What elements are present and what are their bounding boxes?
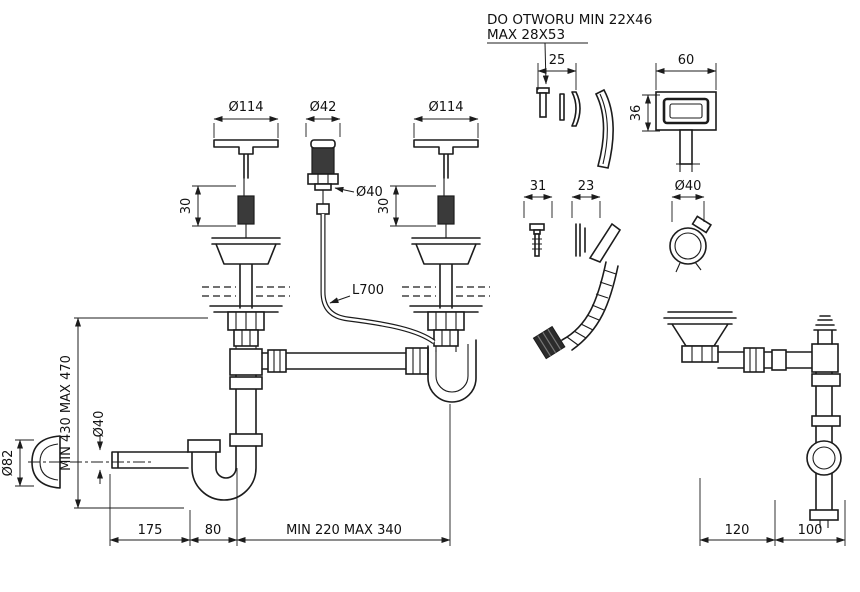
overflow-deflector — [594, 88, 614, 169]
p-trap-bend — [191, 445, 257, 501]
washer-plates — [575, 223, 586, 257]
dim-label-dia114-left: Ø114 — [228, 100, 263, 115]
overflow-knob-assembly — [307, 139, 339, 215]
dim-label-width-range: MIN 220 MAX 340 — [286, 523, 402, 538]
left-strainer — [202, 139, 290, 349]
overflow-cover-plate — [655, 91, 717, 172]
dim-label-dia40-center: Ø40 — [356, 185, 383, 200]
check-valve — [806, 440, 842, 476]
dim-label-36: 36 — [629, 105, 644, 122]
left-strainer-plug — [237, 195, 255, 225]
overflow-knob — [310, 139, 336, 149]
dim-label-l700: L700 — [352, 283, 384, 298]
hose-clamp — [669, 215, 713, 273]
elbow-wedge — [588, 222, 622, 263]
dim-label-23: 23 — [578, 179, 595, 194]
corrugated-hose — [561, 261, 607, 341]
dim-label-31: 31 — [530, 179, 547, 194]
tee-fitting — [229, 348, 263, 376]
dim-label-dia114-right: Ø114 — [428, 100, 463, 115]
dim-label-80: 80 — [205, 523, 222, 538]
sink-surface-dashed — [402, 286, 490, 297]
dim-label-dia40-pipe: Ø40 — [92, 411, 107, 438]
dim-label-60: 60 — [678, 53, 695, 68]
dimensions: DO OTWORU MIN 22X46 MAX 28X53 25 60 36 Ø… — [1, 12, 846, 546]
dim-label-25: 25 — [549, 53, 566, 68]
wall-outlet-cup — [31, 435, 61, 489]
note-line1: DO OTWORU MIN 22X46 — [487, 12, 652, 28]
dim-label-30-right: 30 — [377, 198, 392, 215]
sink-surface-dashed — [202, 286, 290, 297]
dim-label-175: 175 — [138, 523, 163, 538]
right-strainer-plug — [437, 195, 455, 225]
trap-elbow-cup — [427, 339, 477, 403]
mounting-screw-parts — [536, 87, 614, 169]
siphon-pipes — [28, 339, 477, 501]
dim-label-dia42: Ø42 — [310, 100, 337, 115]
hose-end-connector — [532, 325, 566, 360]
dim-label-100: 100 — [798, 523, 823, 538]
side-outlet-assembly — [663, 311, 842, 528]
curved-bracket — [571, 91, 581, 127]
overflow-hose — [320, 214, 436, 345]
dim-label-height-range: MIN 430 MAX 470 — [59, 355, 74, 471]
gasket-plate — [559, 93, 565, 121]
dim-label-dia82: Ø82 — [1, 450, 16, 477]
right-strainer — [402, 139, 490, 352]
dim-label-30-left: 30 — [179, 198, 194, 215]
screw-part — [529, 223, 545, 257]
dim-label-dia40-right: Ø40 — [675, 179, 702, 194]
dim-label-120: 120 — [725, 523, 750, 538]
overflow-elbow-hose — [532, 222, 622, 360]
note-line2: MAX 28X53 — [487, 27, 565, 43]
tee-fitting — [811, 343, 839, 373]
outlet-pipe — [111, 451, 189, 469]
